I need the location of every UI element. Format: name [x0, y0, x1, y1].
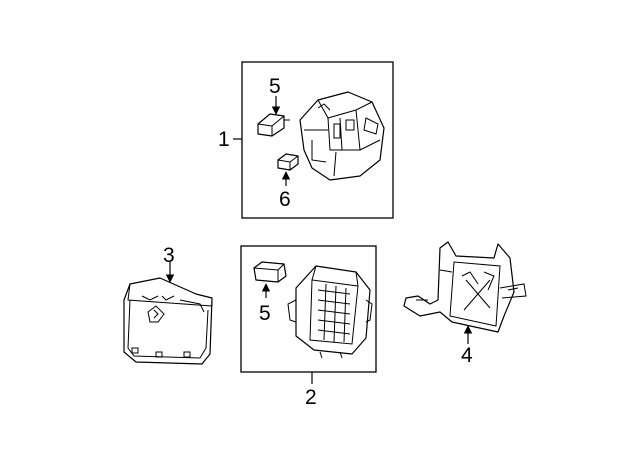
relay-block-part [299, 91, 385, 181]
callout-5-bottom: 5 [259, 302, 271, 325]
box-assembly-2 [240, 245, 377, 373]
callout-3: 3 [163, 244, 175, 267]
box-assembly-1 [241, 61, 394, 219]
callout-1: 1 [218, 128, 230, 151]
relay-part-5-bottom [253, 261, 287, 283]
callout-2: 2 [305, 386, 317, 409]
callout-5-top: 5 [269, 75, 281, 98]
cover-part-3 [123, 277, 213, 365]
fuse-block-part [287, 265, 373, 359]
callout-6: 6 [279, 188, 291, 211]
bracket-part-4 [403, 241, 527, 333]
relay-part-5-top [257, 113, 290, 137]
callout-4: 4 [461, 344, 473, 367]
relay-part-6 [277, 153, 299, 171]
